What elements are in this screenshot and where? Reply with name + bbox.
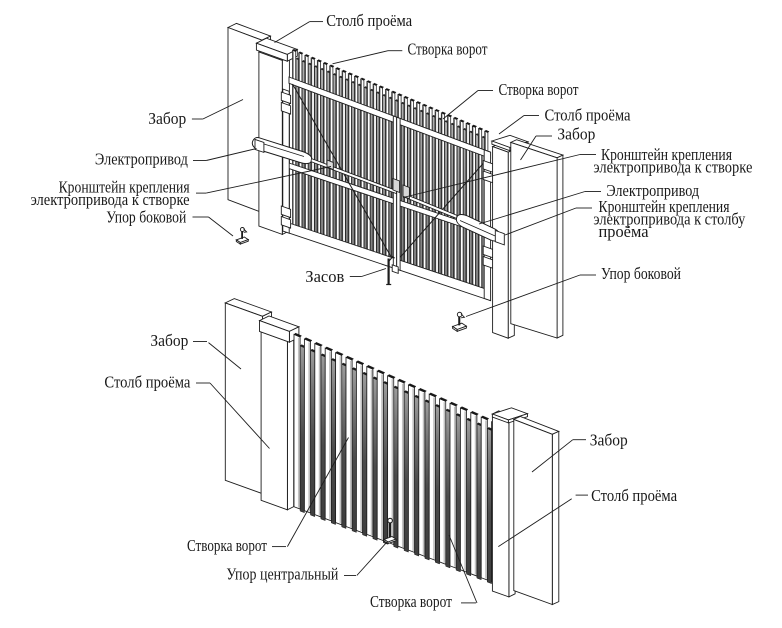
svg-text:Створка ворот: Створка ворот [187, 536, 267, 555]
svg-text:Столб проёма: Столб проёма [545, 105, 631, 124]
svg-text:Столб проёма: Столб проёма [104, 373, 190, 392]
svg-text:Забор: Забор [590, 430, 628, 449]
svg-text:Кронштейн крепления: Кронштейн крепления [601, 145, 732, 164]
svg-text:Створка ворот: Створка ворот [499, 80, 579, 99]
svg-text:Створка ворот: Створка ворот [408, 39, 488, 58]
svg-text:Электропривод: Электропривод [95, 150, 188, 169]
svg-text:Электропривод: Электропривод [606, 181, 699, 200]
svg-text:проёма: проёма [599, 222, 649, 241]
svg-text:Упор боковой: Упор боковой [601, 264, 681, 283]
svg-text:Столб проёма: Столб проёма [591, 486, 677, 505]
svg-text:электропривода к створке: электропривода к створке [31, 190, 190, 209]
svg-text:Кронштейн крепления: Кронштейн крепления [599, 197, 730, 216]
svg-text:электропривода к створке: электропривода к створке [593, 158, 752, 177]
svg-text:Кронштейн крепления: Кронштейн крепления [59, 178, 190, 197]
svg-text:Забор: Забор [150, 331, 188, 350]
svg-text:Забор: Забор [557, 125, 595, 144]
svg-text:Упор боковой: Упор боковой [106, 208, 186, 227]
svg-text:Упор центральный: Упор центральный [226, 564, 338, 583]
svg-text:Засов: Засов [305, 267, 344, 286]
svg-text:Забор: Забор [148, 109, 186, 128]
svg-text:Створка ворот: Створка ворот [370, 592, 452, 611]
svg-text:Столб проёма: Столб проёма [326, 11, 412, 30]
svg-text:электропривода к столбу: электропривода к столбу [593, 210, 745, 229]
